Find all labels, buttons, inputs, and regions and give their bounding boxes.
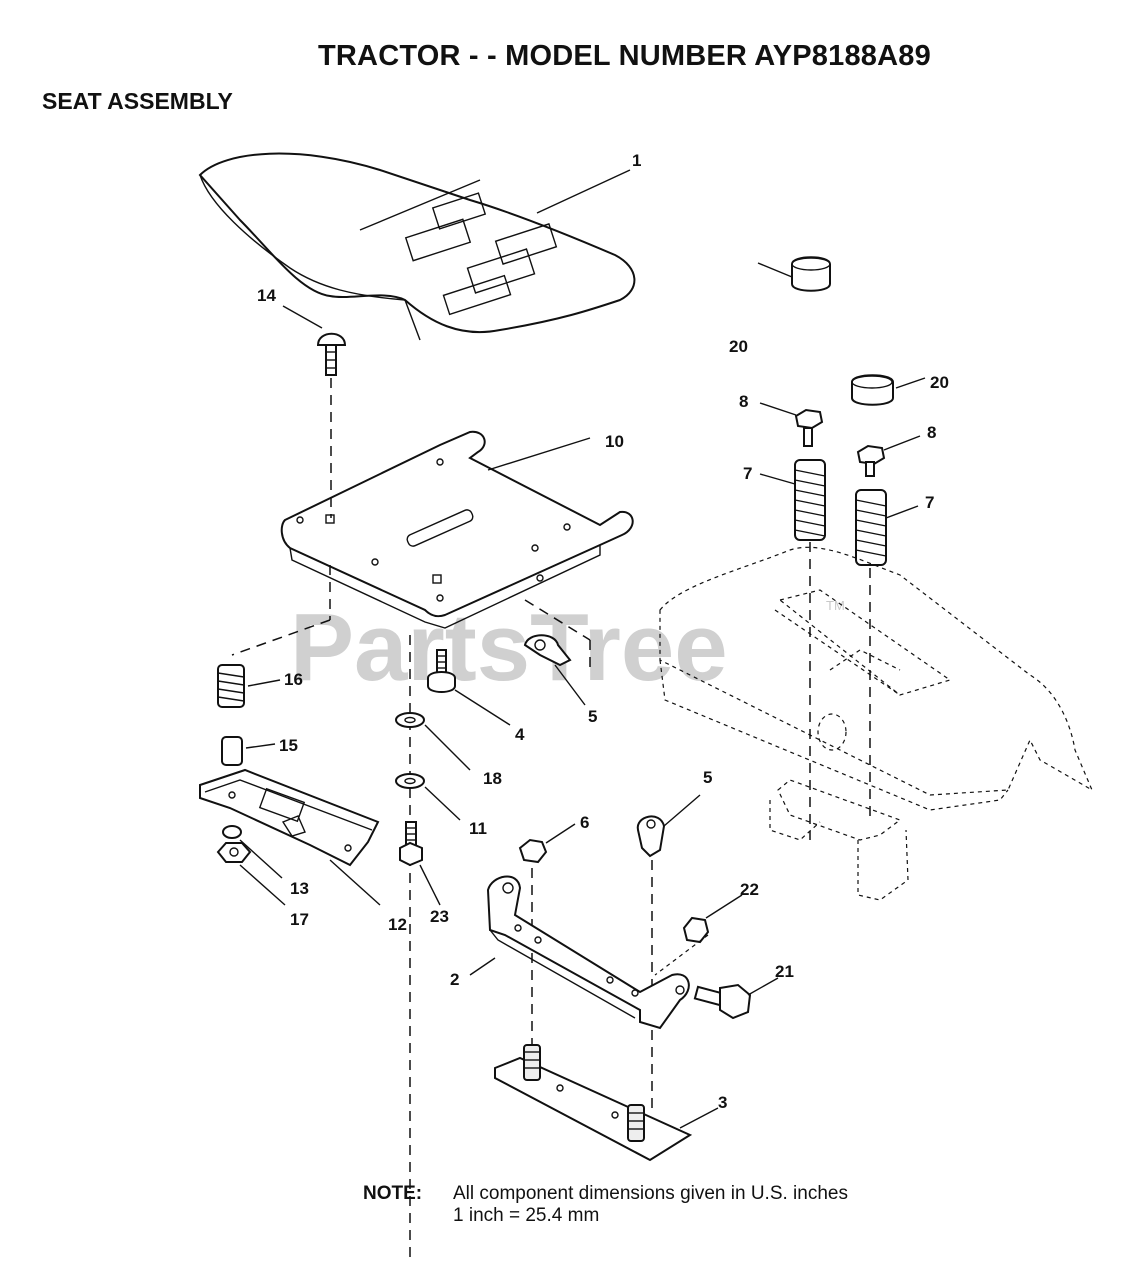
callout-12: 12 (388, 915, 407, 934)
callout-17: 17 (290, 910, 309, 929)
callout-23: 23 (430, 907, 449, 926)
watermark-trademark: TM (826, 598, 845, 613)
callout-21: 21 (775, 962, 794, 981)
callout-10: 10 (605, 432, 624, 451)
callout-22: 22 (740, 880, 759, 899)
callout-6: 6 (580, 813, 589, 832)
washers (395, 712, 471, 821)
callout-20a: 20 (729, 337, 748, 356)
callout-18: 18 (483, 769, 502, 788)
seat-mount-bracket (469, 875, 690, 1030)
callout-16: 16 (284, 670, 303, 689)
callout-7a: 7 (743, 464, 752, 483)
spring-small (217, 664, 281, 708)
callout-2: 2 (450, 970, 459, 989)
washer-and-nut (216, 825, 286, 906)
callout-8a: 8 (739, 392, 748, 411)
shoulder-bolt-large (693, 977, 779, 1020)
page-title: TRACTOR - - MODEL NUMBER AYP8188A89 (318, 40, 931, 72)
callout-3: 3 (718, 1093, 727, 1112)
mounting-plate (494, 1044, 719, 1162)
clip-upper (523, 634, 586, 706)
callout-labels: 1 14 10 20 20 8 8 7 7 16 4 5 15 18 11 6 … (257, 151, 949, 1112)
shoulder-bolt (427, 649, 511, 726)
hex-bolt (399, 821, 441, 906)
section-title: SEAT ASSEMBLY (42, 88, 233, 114)
flange-bolts (759, 402, 921, 477)
seat-bracket (199, 768, 381, 906)
callout-11: 11 (469, 819, 487, 838)
callout-13: 13 (290, 879, 309, 898)
note-line-1: All component dimensions given in U.S. i… (453, 1183, 848, 1204)
callout-4: 4 (515, 725, 525, 744)
note-label: NOTE: (363, 1183, 423, 1204)
note-line-2: 1 inch = 25.4 mm (453, 1205, 600, 1226)
clip-lower (636, 794, 701, 1110)
callout-14: 14 (257, 286, 276, 305)
seat (198, 152, 636, 341)
springs-large (759, 459, 919, 840)
spacers (757, 256, 926, 406)
callout-5a: 5 (588, 707, 597, 726)
seat-pan (280, 430, 634, 629)
callout-20b: 20 (930, 373, 949, 392)
lock-nut (654, 894, 743, 976)
tractor-fender (659, 546, 1094, 901)
callout-15: 15 (279, 736, 298, 755)
callout-1: 1 (632, 151, 641, 170)
carriage-bolt (282, 305, 347, 518)
callout-8b: 8 (927, 423, 936, 442)
watermark: PartsTree (290, 594, 728, 701)
callout-5b: 5 (703, 768, 712, 787)
dimensions-note: NOTE: All component dimensions given in U… (363, 1183, 848, 1227)
bumper (221, 736, 276, 766)
callout-7b: 7 (925, 493, 934, 512)
